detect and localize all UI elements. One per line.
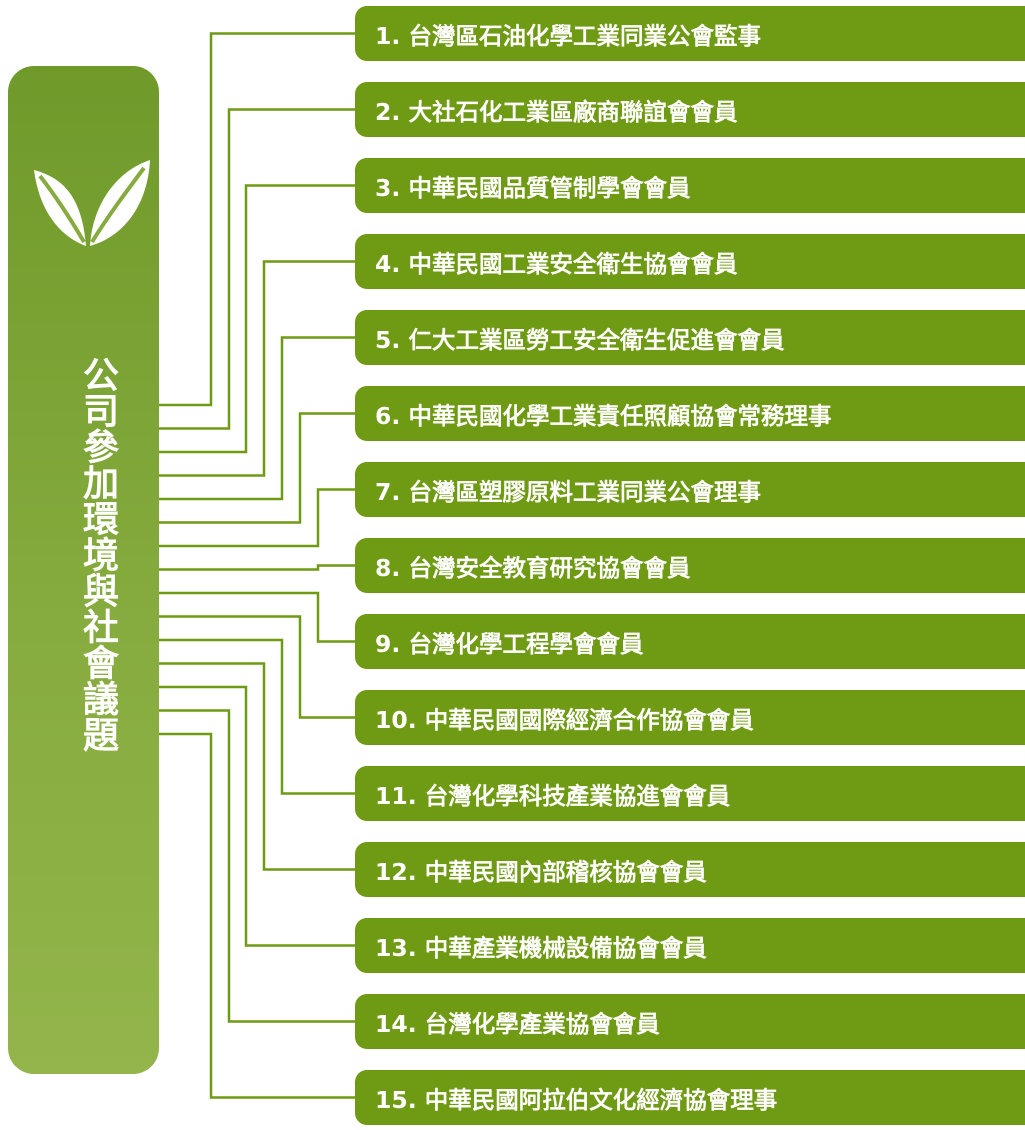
connector-2 xyxy=(159,108,355,430)
member-item-3: 3. 中華民國品質管制學會會員 xyxy=(355,158,1025,213)
member-item-11: 11. 台灣化學科技產業協進會會員 xyxy=(355,766,1025,821)
member-item-10: 10. 中華民國國際經濟合作協會會員 xyxy=(355,690,1025,745)
member-item-6: 6. 中華民國化學工業責任照顧協會常務理事 xyxy=(355,386,1025,441)
leaf-sprout-icon xyxy=(34,160,150,246)
connector-13 xyxy=(159,685,355,947)
connector-10 xyxy=(159,615,355,719)
member-item-9: 9. 台灣化學工程學會會員 xyxy=(355,614,1025,669)
member-item-1: 1. 台灣區石油化學工業同業公會監事 xyxy=(355,6,1025,61)
member-item-7: 7. 台灣區塑膠原料工業同業公會理事 xyxy=(355,462,1025,517)
connector-8 xyxy=(159,564,355,571)
category-pill xyxy=(8,66,159,1074)
member-item-15: 15. 中華民國阿拉伯文化經濟協會理事 xyxy=(355,1070,1025,1125)
connector-11 xyxy=(159,638,355,795)
category-title: 公司參加環境與社會議題 xyxy=(77,356,118,752)
connector-15 xyxy=(159,732,355,1099)
member-item-14: 14. 台灣化學產業協會會員 xyxy=(355,994,1025,1049)
connector-6 xyxy=(159,412,355,524)
connector-9 xyxy=(159,591,355,643)
connector-1 xyxy=(159,32,355,407)
member-item-8: 8. 台灣安全教育研究協會會員 xyxy=(355,538,1025,593)
member-item-4: 4. 中華民國工業安全衛生協會會員 xyxy=(355,234,1025,289)
connector-4 xyxy=(159,260,355,477)
member-item-2: 2. 大社石化工業區廠商聯誼會會員 xyxy=(355,82,1025,137)
member-item-5: 5. 仁大工業區勞工安全衛生促進會會員 xyxy=(355,310,1025,365)
connector-14 xyxy=(159,709,355,1023)
connector-7 xyxy=(159,488,355,548)
member-item-12: 12. 中華民國內部稽核協會會員 xyxy=(355,842,1025,897)
member-item-13: 13. 中華產業機械設備協會會員 xyxy=(355,918,1025,973)
connector-3 xyxy=(159,184,355,454)
connector-5 xyxy=(159,336,355,501)
connector-12 xyxy=(159,662,355,871)
